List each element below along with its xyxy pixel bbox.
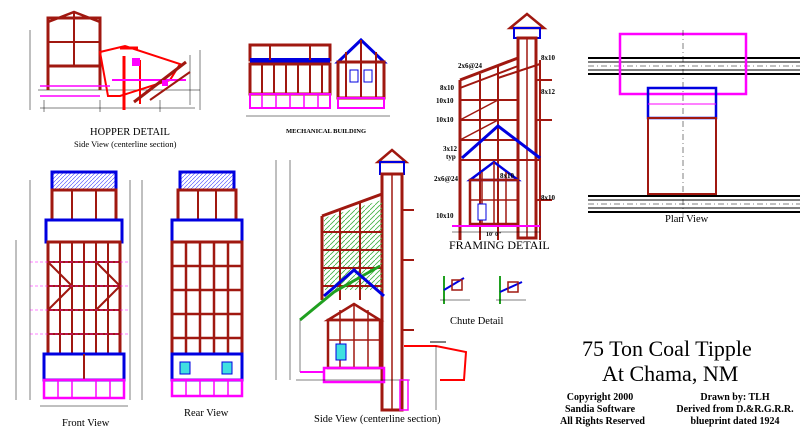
chute-detail-caption: Chute Detail bbox=[450, 316, 504, 327]
plan-view-caption: Plan View bbox=[665, 214, 709, 225]
plan-view-drawing bbox=[588, 30, 800, 220]
side-view-caption: Side View (centerline section) bbox=[314, 414, 441, 425]
framing-callout: 8x10 bbox=[541, 54, 555, 62]
framing-callout: 8x10 bbox=[500, 172, 514, 180]
side-view-drawing bbox=[275, 148, 468, 412]
hopper-detail-subcaption: Side View (centerline section) bbox=[74, 139, 177, 149]
framing-detail-caption: FRAMING DETAIL bbox=[449, 238, 550, 252]
framing-callout: 8x10 bbox=[440, 84, 454, 92]
front-view-caption: Front View bbox=[62, 418, 110, 429]
drawn-by-line: blueprint dated 1924 bbox=[690, 416, 780, 427]
hopper-detail-drawing bbox=[29, 10, 201, 112]
copyright-line: Sandia Software bbox=[564, 404, 636, 415]
drawn-by-line: Drawn by: TLH bbox=[700, 392, 770, 403]
framing-callout: typ bbox=[446, 153, 456, 161]
hopper-detail-caption: HOPPER DETAIL bbox=[90, 127, 170, 138]
framing-callout: 2x6@24 bbox=[434, 175, 459, 183]
drawn-by-block: Drawn by: TLH Derived from D.&R.G.R.R. b… bbox=[676, 392, 794, 428]
framing-callout: 8x10 bbox=[541, 194, 555, 202]
framing-detail-drawing bbox=[452, 12, 552, 240]
copyright-block: Copyright 2000 Sandia Software All Right… bbox=[560, 392, 645, 428]
framing-callout: 3x12 bbox=[443, 145, 457, 153]
framing-callout: 2x6@24 bbox=[458, 62, 483, 70]
front-view-drawing bbox=[15, 170, 143, 407]
framing-callout: 10x10 bbox=[436, 97, 454, 105]
drawing-title-line1: 75 Ton Coal Tipple bbox=[582, 336, 752, 361]
copyright-line: Copyright 2000 bbox=[566, 392, 634, 403]
rear-view-drawing bbox=[170, 170, 244, 398]
framing-callout: 8x12 bbox=[541, 88, 555, 96]
copyright-line: All Rights Reserved bbox=[560, 416, 645, 427]
rear-view-caption: Rear View bbox=[184, 408, 229, 419]
mechanical-building-drawing bbox=[246, 37, 390, 117]
framing-callout: 10x10 bbox=[436, 116, 454, 124]
drawing-title-line2: At Chama, NM bbox=[602, 361, 739, 386]
framing-callout: 10' 0" bbox=[486, 232, 502, 238]
drawn-by-line: Derived from D.&R.G.R.R. bbox=[676, 404, 794, 415]
framing-callout: 10x10 bbox=[436, 212, 454, 220]
mechanical-building-caption: MECHANICAL BUILDING bbox=[286, 128, 366, 135]
chute-detail-drawing bbox=[440, 276, 526, 304]
